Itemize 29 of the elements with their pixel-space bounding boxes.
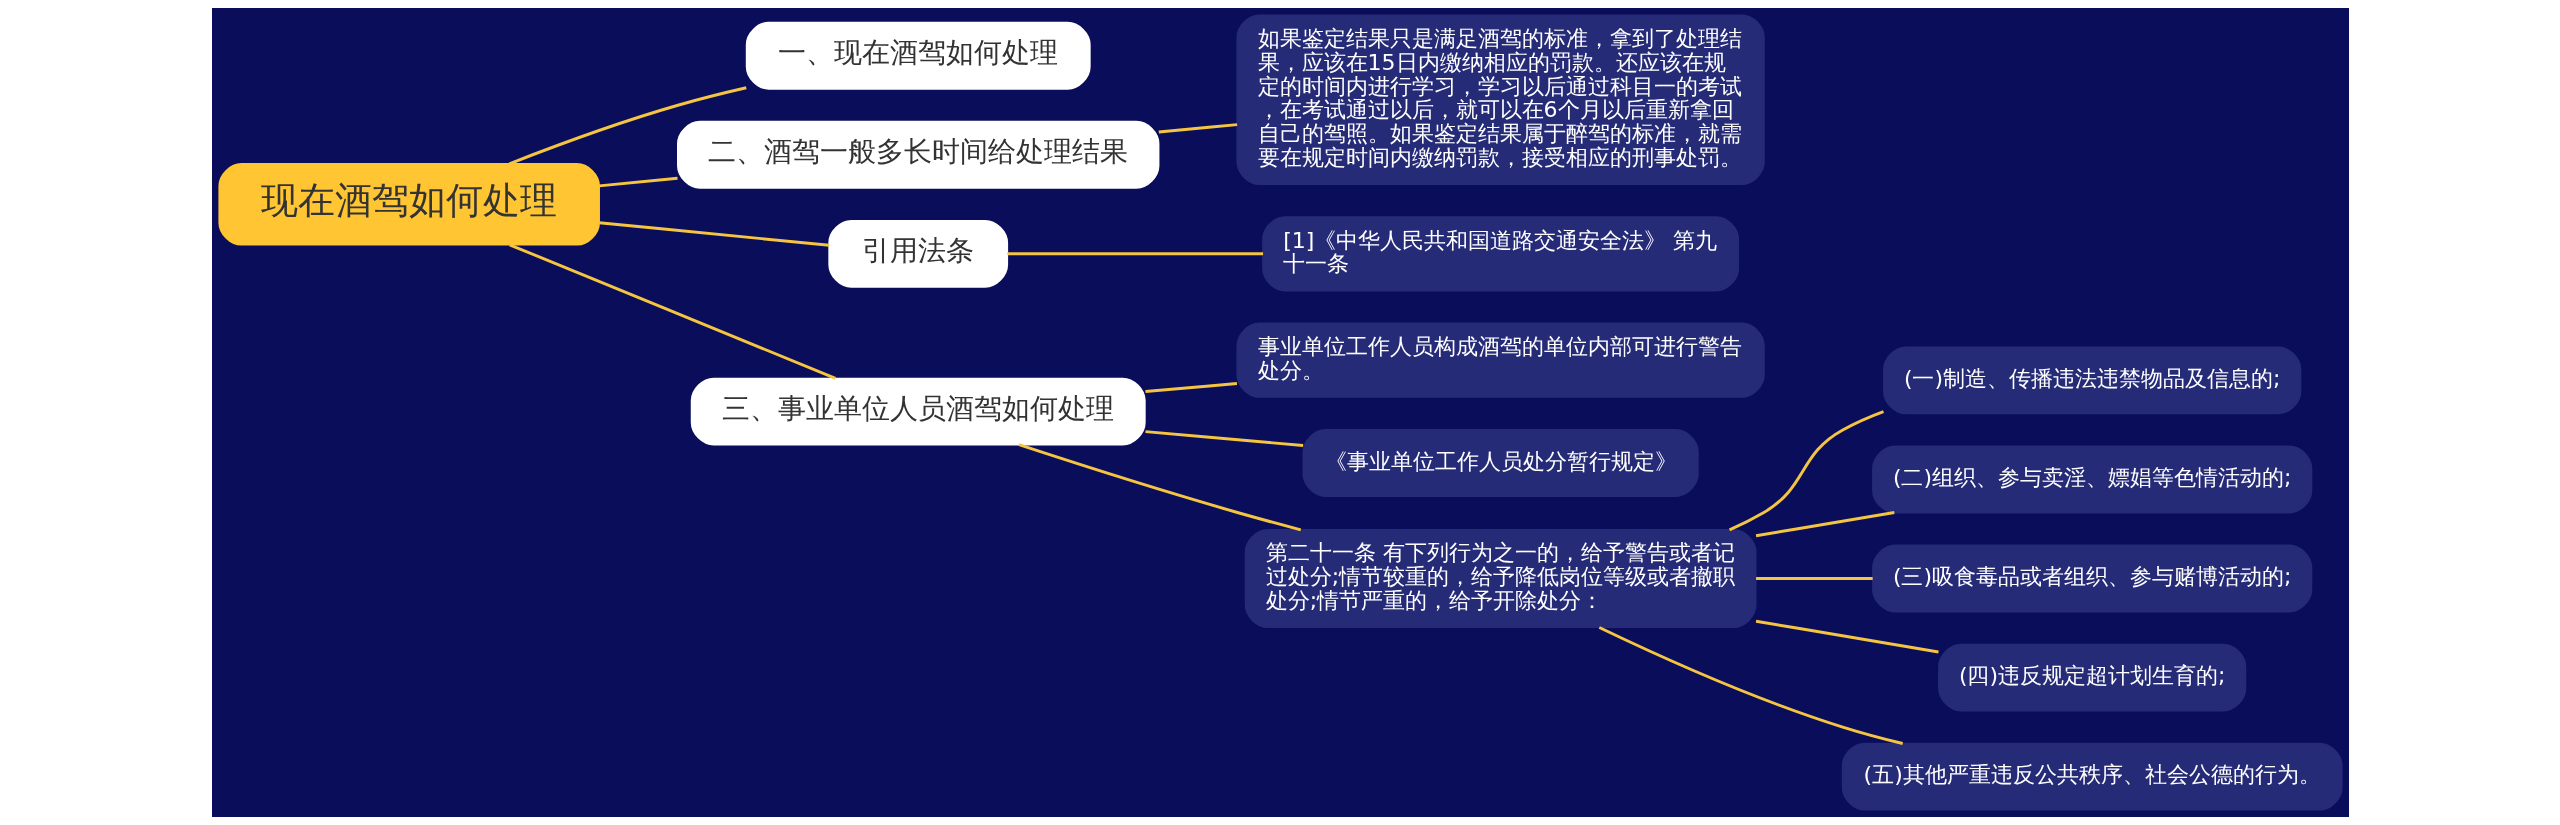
node-box: 二、酒驾一般多长时间给处理结果 xyxy=(676,120,1159,189)
connector xyxy=(1755,619,1939,654)
connector xyxy=(1755,511,1895,538)
node-box: (四)违反规定超计划生育的; xyxy=(1937,643,2246,712)
connector xyxy=(598,176,678,188)
node-box: 《事业单位工作人员处分暂行规定》 xyxy=(1302,429,1699,497)
node-box: 一、现在酒驾如何处理 xyxy=(745,21,1091,90)
node-box: (一)制造、传播违法违禁物品及信息的; xyxy=(1882,346,2301,415)
connector xyxy=(508,243,836,380)
connector xyxy=(508,86,747,166)
connector xyxy=(1144,430,1303,448)
node-box: [1]《中华人民共和国道路交通安全法》 第九十一条 xyxy=(1261,216,1739,292)
connector xyxy=(598,221,829,247)
connector xyxy=(1755,577,1873,580)
connector xyxy=(1144,382,1237,394)
connector xyxy=(1598,626,1903,745)
node-box: 现在酒驾如何处理 xyxy=(217,163,600,246)
connector xyxy=(1158,123,1237,134)
connector xyxy=(1017,443,1301,532)
connector xyxy=(1006,252,1263,256)
node-box: 第二十一条 有下列行为之一的，给予警告或者记过处分;情节较重的，给予降低岗位等级或者撤职处分;情节严重的，给予开除处分： xyxy=(1244,529,1756,629)
node-box: (三)吸食毒品或者组织、参与赌博活动的; xyxy=(1871,544,2312,613)
node-box: 三、事业单位人员酒驾如何处理 xyxy=(690,377,1146,446)
node-box: (二)组织、参与卖淫、嫖娼等色情活动的; xyxy=(1871,445,2312,514)
node-box: 事业单位工作人员构成酒驾的单位内部可进行警告处分。 xyxy=(1235,322,1765,398)
connector xyxy=(1728,410,1884,532)
node-box: (五)其他严重违反公共秩序、社会公德的行为。 xyxy=(1841,742,2343,811)
node-box: 引用法条 xyxy=(827,219,1008,288)
node-box: 如果鉴定结果只是满足酒驾的标准，拿到了处理结果，应该在15日内缴纳相应的罚款。还应该在规定的时间内进行学习，学习以后通过科目一的考试，在考试通过以后，就可以在6个月以后重新拿回自己的驾照。如果鉴定结果属于醉驾的标准，就需要在规定时间内缴纳罚款，接受相应的刑事处罚。 xyxy=(1235,14,1765,186)
